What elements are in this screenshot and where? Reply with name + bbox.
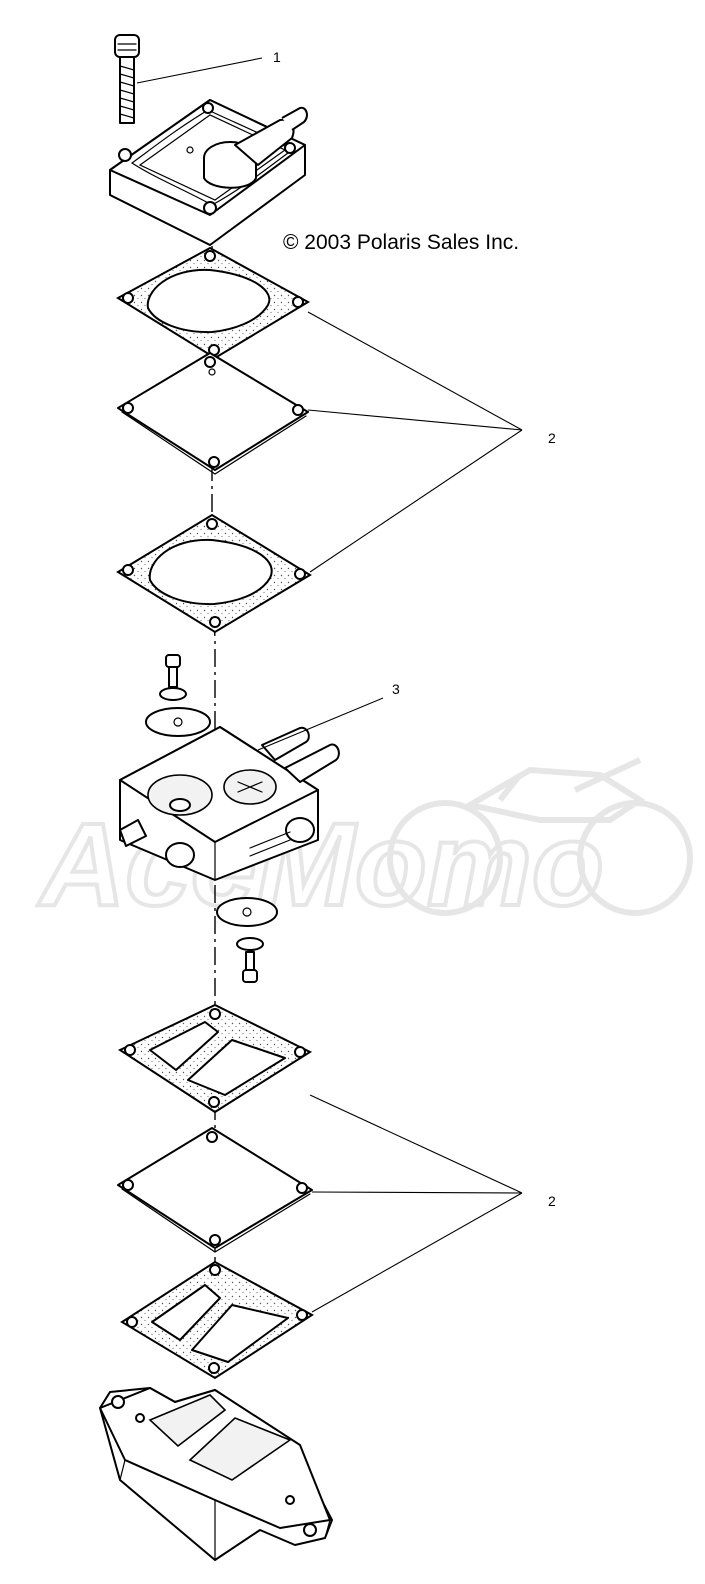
fuel-pump-cover-icon: [109, 99, 308, 246]
callout-3: 3: [392, 681, 400, 697]
diaphragm-disc-lower: [216, 897, 278, 983]
diaphragm-icon: [117, 1127, 313, 1253]
callout-2-lower: 2: [548, 1193, 556, 1209]
diaphragm-disc-upper: [145, 654, 211, 737]
callout-1: 1: [273, 49, 281, 65]
gasket-icon: [120, 1260, 314, 1380]
copyright-notice: © 2003 Polaris Sales Inc.: [283, 231, 519, 254]
pump-body-icon: [119, 726, 340, 881]
diaphragm-icon: [117, 352, 309, 475]
motorcycle-watermark-icon: [387, 757, 693, 916]
leader-lines: [136, 57, 523, 1313]
base-plate-icon: [99, 1387, 333, 1561]
gasket-icon: [117, 1003, 313, 1114]
gasket-icon: [116, 246, 311, 360]
gasket-icon: [116, 513, 312, 634]
screw-icon: [114, 34, 140, 124]
callout-2-upper: 2: [548, 430, 556, 446]
